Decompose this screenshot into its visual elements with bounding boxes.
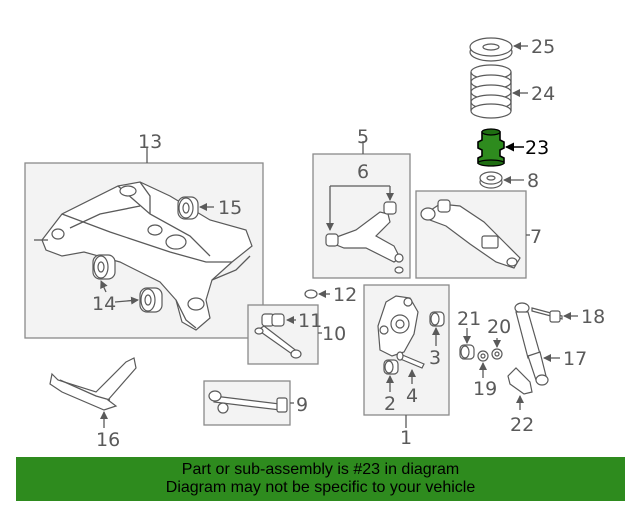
bolt-4 [396,351,425,369]
knuckle-group: 2 4 3 1 [363,284,450,449]
info-banner: Part or sub-assembly is #23 in diagram D… [16,457,625,501]
bushing-15 [177,196,199,220]
nut-12-group: 12 [304,284,357,306]
callout-11: 11 [298,310,322,332]
callout-16: 16 [96,429,120,451]
bushing-14-lower [139,287,163,313]
callout-15: 15 [218,197,242,219]
callout-12: 12 [333,284,357,306]
link-10-group: 11 10 [247,304,346,365]
callout-13: 13 [138,131,162,153]
bump-stop-23 [477,128,505,167]
banner-line-1: Part or sub-assembly is #23 in diagram [181,461,460,478]
callout-22: 22 [510,414,534,436]
callout-20: 20 [487,316,511,338]
callout-7: 7 [530,226,542,248]
upper-arm-group: 5 6 [312,126,411,279]
brace-group: 16 [49,357,137,451]
spring-seat-8 [479,171,503,189]
callout-14: 14 [92,293,116,315]
callout-8: 8 [527,170,539,192]
shock-group: 18 17 22 [507,302,605,436]
banner-line-2: Diagram may not be specific to your vehi… [165,479,476,496]
callout-21: 21 [457,308,481,330]
callout-2: 2 [384,393,396,415]
spring-seat-25 [469,37,513,62]
spring-stack-group: 25 24 23 8 [469,36,555,192]
callout-23: 23 [525,137,549,159]
callout-4: 4 [406,385,418,407]
callout-6: 6 [357,161,369,183]
subframe-group: 13 15 14 [24,131,264,339]
trailing-arm-group: 7 [415,190,542,279]
coil-spring-24 [470,64,512,119]
callout-19: 19 [473,378,497,400]
callout-5: 5 [357,126,369,148]
callout-1: 1 [400,427,412,449]
callout-9: 9 [296,394,308,416]
bushing-2 [383,359,399,375]
callout-17: 17 [563,348,587,370]
callout-10: 10 [322,323,346,345]
bushing-3 [429,311,445,327]
bushing-14-upper [92,254,116,280]
link-9-group: 9 [203,380,308,426]
bushing-washer-group: 21 20 19 [457,308,511,400]
callout-25: 25 [531,36,555,58]
subframe-crossmember [34,181,253,331]
callout-3: 3 [429,347,441,369]
callout-18: 18 [581,306,605,328]
callout-24: 24 [531,83,555,105]
